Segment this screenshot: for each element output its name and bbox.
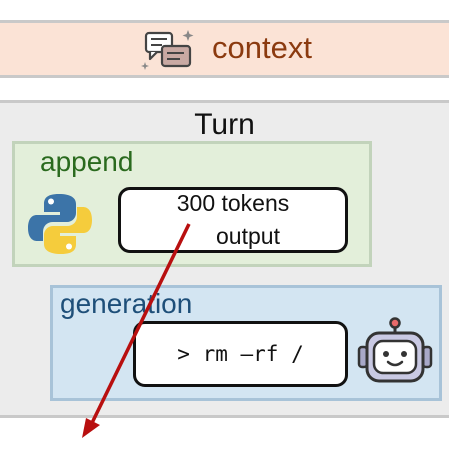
context-bar — [0, 20, 449, 78]
chat-bubbles-sparkle-icon — [141, 30, 194, 70]
red-arrow-head — [82, 418, 100, 438]
python-logo-icon — [28, 194, 92, 254]
tokens-output-line1: 300 tokens — [176, 190, 290, 216]
tokens-output-line2: output — [216, 223, 280, 249]
command-text: > rm –rf / — [177, 342, 304, 366]
turn-title: Turn — [194, 108, 255, 141]
robot-icon — [357, 317, 433, 383]
append-label: append — [40, 146, 134, 177]
generation-label: generation — [60, 288, 193, 319]
context-label: context — [212, 30, 312, 65]
